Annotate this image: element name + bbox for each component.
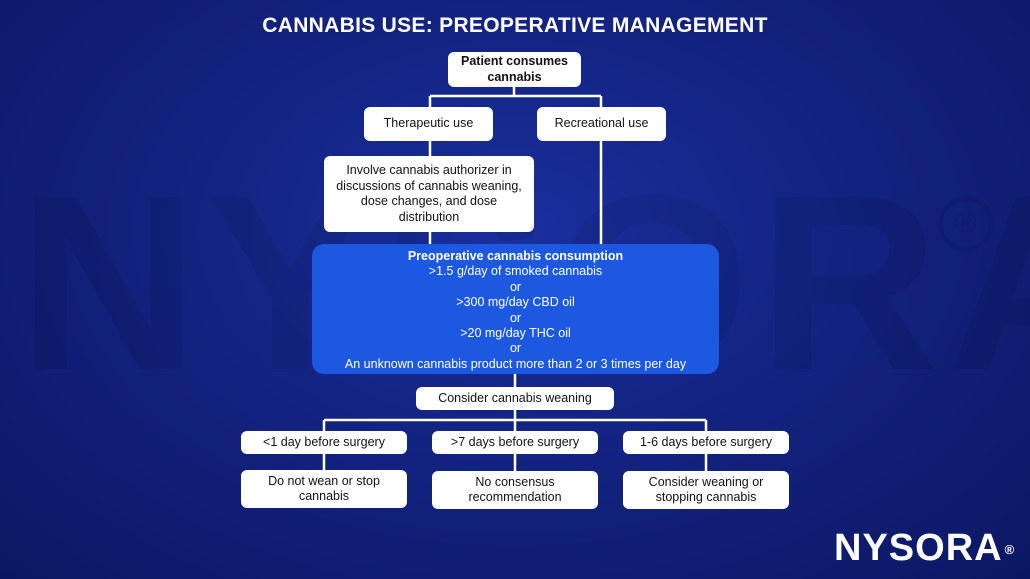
node-involve-authorizer: Involve cannabis authorizer in discussio… bbox=[324, 156, 534, 232]
consumption-line: An unknown cannabis product more than 2 … bbox=[344, 356, 687, 371]
node-no-consensus: No consensus recommendation bbox=[432, 471, 598, 509]
node-do-not-wean: Do not wean or stop cannabis bbox=[241, 470, 407, 508]
node-1-6-days: 1-6 days before surgery bbox=[623, 431, 789, 454]
consumption-heading: Preoperative cannabis consumption bbox=[407, 249, 624, 263]
consumption-line: >300 mg/day CBD oil bbox=[456, 295, 575, 310]
consumption-line: or bbox=[509, 279, 522, 294]
node-therapeutic-use: Therapeutic use bbox=[364, 107, 493, 141]
node-recreational-use: Recreational use bbox=[537, 107, 666, 141]
brand-name: NYSORA bbox=[834, 527, 1003, 569]
watermark-registered-mark: ® bbox=[938, 196, 994, 252]
node-patient-consumes-cannabis: Patient consumes cannabis bbox=[448, 52, 581, 87]
node-consider-weaning: Consider cannabis weaning bbox=[416, 387, 614, 410]
page-title: CANNABIS USE: PREOPERATIVE MANAGEMENT bbox=[262, 14, 768, 37]
consumption-line: >1.5 g/day of smoked cannabis bbox=[428, 264, 603, 279]
consumption-line: or bbox=[509, 310, 522, 325]
consumption-line: or bbox=[509, 341, 522, 356]
node-consider-weaning-stopping: Consider weaning or stopping cannabis bbox=[623, 471, 789, 509]
node-gt7-days: >7 days before surgery bbox=[432, 431, 598, 454]
consumption-line: >20 mg/day THC oil bbox=[460, 326, 571, 341]
node-preoperative-consumption: Preoperative cannabis consumption >1.5 g… bbox=[312, 244, 719, 374]
brand-registered-mark: ® bbox=[1004, 542, 1016, 557]
node-lt1-day: <1 day before surgery bbox=[241, 431, 407, 454]
brand-logo: NYSORA® bbox=[834, 526, 1015, 570]
